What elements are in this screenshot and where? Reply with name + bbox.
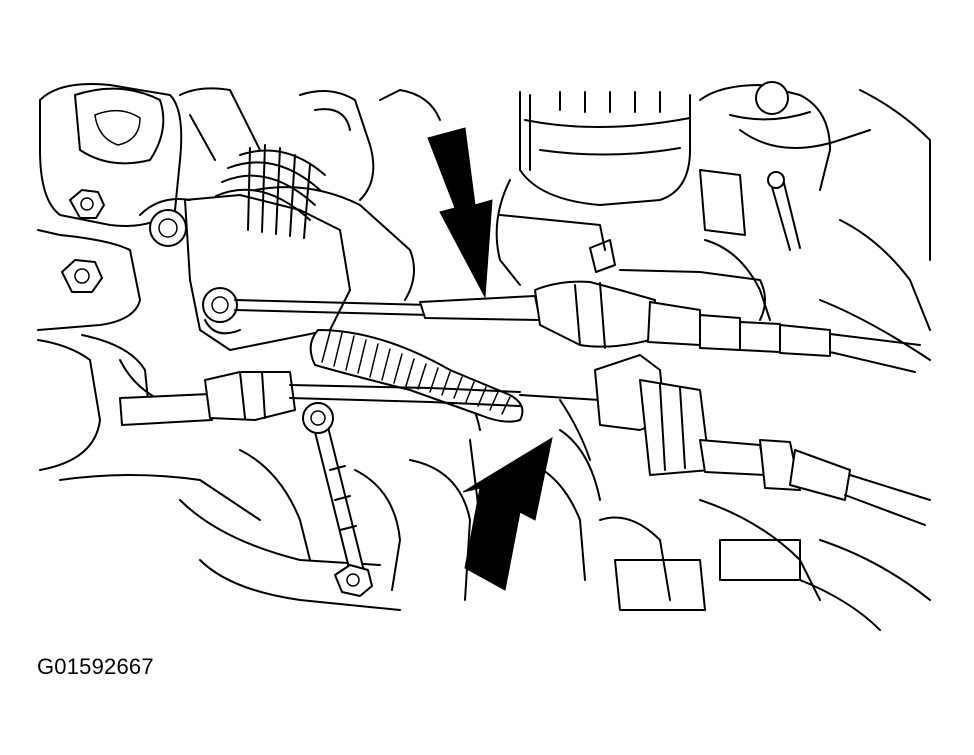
arrow-up-indicator [462,436,553,591]
engine-cable-illustration [37,81,931,631]
left-bracket-assembly [139,144,351,351]
cap-upper-right [755,81,789,115]
figure-code: G01592667 [37,654,154,679]
shift-linkage-rod [302,402,373,597]
selector-cable-upper [234,214,921,373]
cable-pin-eye [202,287,238,323]
arrow-down-indicator [427,127,493,299]
bracket-bolt-hole [149,209,187,247]
bolt-head-left-upper [69,189,105,219]
indicator-arrows [427,127,553,591]
cable-clip [204,371,296,421]
shift-cable-lower [119,354,931,526]
corrugated-cable-boot [309,329,524,423]
rod-bolt-head [334,564,373,597]
bolt-head-left-lower [61,259,103,293]
return-spring [215,144,326,239]
